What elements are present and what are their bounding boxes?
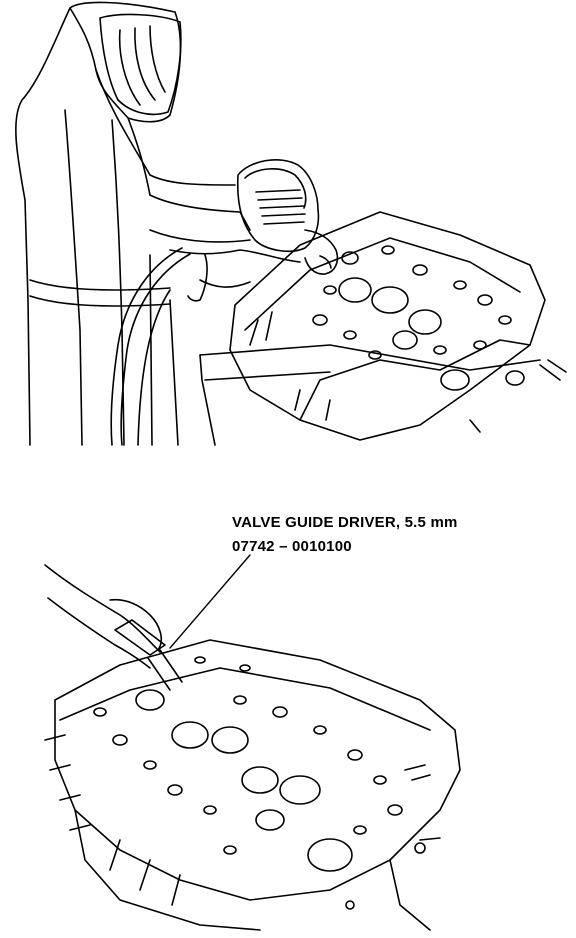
tool-part-number-label: 07742 – 0010100 xyxy=(232,538,352,555)
technician-figure xyxy=(16,2,338,445)
cylinder-head-bottom xyxy=(45,565,460,930)
tool-name-label: VALVE GUIDE DRIVER, 5.5 mm xyxy=(232,514,458,531)
callout-leader-line xyxy=(170,555,250,648)
cylinder-head-top xyxy=(200,212,566,445)
